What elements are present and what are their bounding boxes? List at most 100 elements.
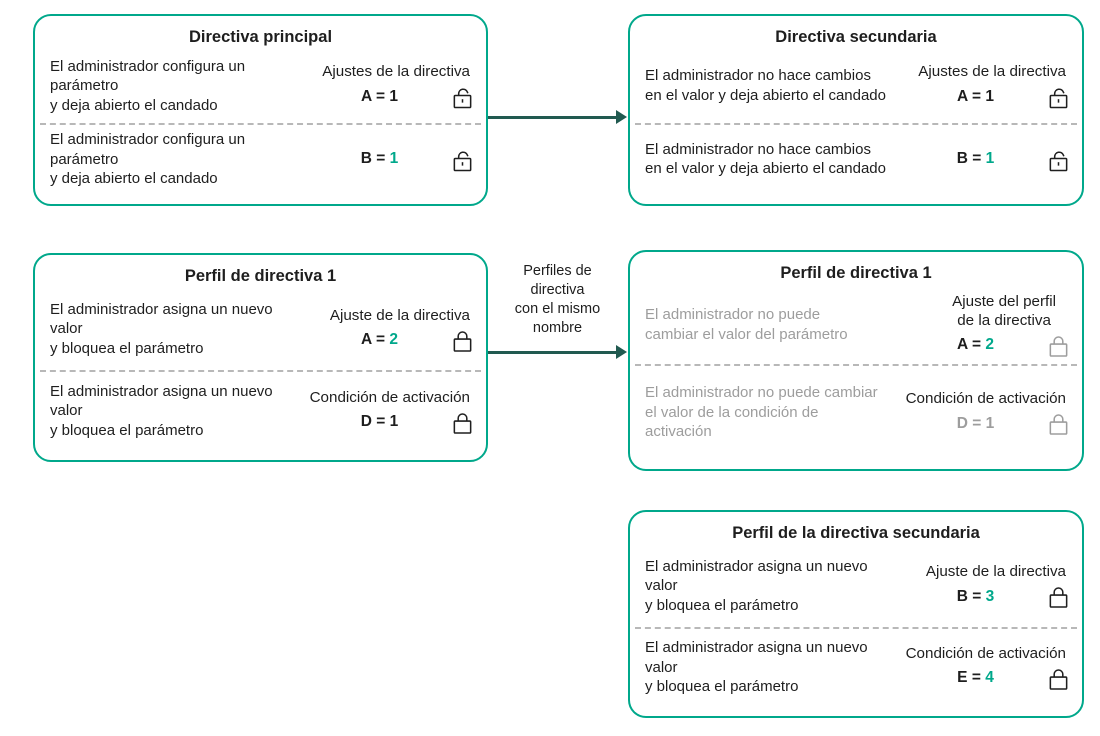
main-policy-rows: El administrador configura un parámetro … — [35, 47, 486, 196]
value-line: A = 1 — [898, 84, 1070, 109]
setting-row-a: El administrador asigna un nuevo valor y… — [35, 290, 486, 370]
closed-lock-icon — [1047, 666, 1070, 691]
setting-value: A = 2 — [302, 331, 451, 349]
setting-row-b: El administrador configura un parámetro … — [35, 125, 486, 197]
row-value-area: Condición de activación D = 1 — [898, 389, 1070, 436]
row-description: El administrador asigna un nuevo valor y… — [645, 639, 868, 695]
setting-variable: B = — [956, 587, 982, 605]
value-line: D = 1 — [898, 411, 1070, 436]
setting-number: 1 — [389, 150, 399, 168]
row-value-area: Condición de activación E = 4 — [898, 644, 1070, 691]
row-label: Condición de activación — [905, 644, 1066, 662]
setting-value: B = 1 — [302, 150, 451, 168]
setting-row-a: El administrador configura un parámetro … — [35, 51, 486, 123]
policy-profile-1-secondary-card: Perfil de directiva 1 El administrador n… — [628, 250, 1084, 471]
row-description: El administrador configura un parámetro … — [50, 57, 246, 114]
row-value-area: Ajustes de la directiva A = 1 — [898, 62, 1070, 109]
row-description: El administrador configura un parámetro … — [50, 131, 246, 187]
setting-value: A = 1 — [302, 88, 451, 106]
value-line: B = 1 — [302, 147, 474, 172]
setting-number: 2 — [985, 336, 994, 354]
setting-number: 3 — [985, 587, 995, 605]
row-label: Ajuste de la directiva — [329, 306, 470, 324]
main-policy-title: Directiva principal — [188, 28, 333, 46]
row-value-area: Ajuste de la directiva B = 3 — [898, 562, 1070, 609]
secondary-policy-profile-title: Perfil de la directiva secundaria — [732, 524, 980, 542]
row-value-area: Ajustes de la directiva A = 1 — [302, 62, 474, 109]
row-description: El administrador no hace cambios en el v… — [645, 140, 886, 178]
policy-profile-1-title: Perfil de directiva 1 — [184, 267, 337, 285]
row-label: Condición de activación — [905, 390, 1066, 408]
row-value-area: B = 1 — [302, 147, 474, 172]
row-value-area: Ajuste de la directiva A = 2 — [302, 306, 474, 353]
row-divider — [40, 122, 481, 125]
value-line: A = 1 — [302, 84, 474, 109]
secondary-policy-rows: El administrador no hace cambios en el v… — [630, 47, 1082, 196]
activation-row: El administrador no puede cambiar el val… — [630, 366, 1082, 461]
row-value-area: Condición de activación D = 1 — [302, 388, 474, 435]
row-divider — [635, 364, 1077, 367]
setting-value: E = 4 — [898, 669, 1047, 687]
row-value-area: B = 1 — [898, 147, 1070, 172]
row-label: Ajuste del perfil de la directiva — [952, 292, 1056, 329]
open-lock-icon — [451, 147, 474, 172]
setting-number: 1 — [389, 413, 399, 430]
row-description: El administrador asigna un nuevo valor y… — [645, 557, 868, 614]
inheritance-arrow-top — [488, 110, 627, 124]
row-divider — [40, 370, 481, 372]
row-value-area: Ajuste del perfil de la directiva A = 2 — [898, 292, 1070, 358]
setting-variable: B = — [360, 150, 386, 168]
setting-row-a: El administrador no hace cambios en el v… — [630, 51, 1082, 123]
policy-profile-1-card: Perfil de directiva 1 El administrador a… — [33, 253, 488, 462]
row-divider — [635, 122, 1077, 125]
closed-lock-icon — [1047, 411, 1070, 436]
secondary-policy-card: Directiva secundaria El administrador no… — [628, 14, 1084, 206]
setting-value: B = 3 — [898, 588, 1047, 606]
open-lock-icon — [451, 84, 474, 109]
setting-variable: A = — [361, 87, 386, 105]
secondary-policy-profile-rows: El administrador asigna un nuevo valor y… — [630, 543, 1082, 708]
setting-number: 1 — [985, 87, 994, 105]
row-label: Ajustes de la directiva — [322, 63, 470, 81]
arrow-shaft — [488, 115, 619, 119]
value-line: B = 1 — [898, 147, 1070, 172]
activation-row: El administrador asigna un nuevo valor y… — [630, 629, 1082, 709]
main-policy-card: Directiva principal El administrador con… — [33, 14, 488, 206]
row-label: Ajustes de la directiva — [918, 63, 1066, 81]
policy-profile-1-rows: El administrador asigna un nuevo valor y… — [35, 286, 486, 452]
closed-lock-icon — [1047, 584, 1070, 609]
setting-number: 1 — [985, 150, 995, 168]
closed-lock-icon — [451, 328, 474, 353]
setting-number: 1 — [985, 414, 995, 432]
setting-number: 2 — [389, 331, 398, 348]
row-label: Ajuste de la directiva — [925, 563, 1066, 581]
row-description: El administrador no puede cambiar el val… — [645, 306, 848, 343]
row-description: El administrador asigna un nuevo valor y… — [50, 382, 273, 439]
setting-row-a: El administrador no puede cambiar el val… — [630, 287, 1082, 364]
setting-value: A = 2 — [898, 336, 1047, 354]
arrow-shaft — [488, 350, 619, 354]
policy-profile-1-secondary-rows: El administrador no puede cambiar el val… — [630, 283, 1082, 461]
closed-lock-icon — [451, 410, 474, 435]
setting-value: D = 1 — [302, 413, 451, 431]
closed-lock-icon — [1047, 333, 1070, 358]
activation-row: El administrador asigna un nuevo valor y… — [35, 372, 486, 452]
setting-row-b: El administrador no hace cambios en el v… — [630, 125, 1082, 197]
arrow-head-icon — [616, 110, 627, 124]
setting-value: B = 1 — [898, 150, 1047, 168]
secondary-policy-profile-card: Perfil de la directiva secundaria El adm… — [628, 510, 1084, 718]
profiles-arrow-label: Perfiles de directiva con el mismo nombr… — [514, 263, 601, 337]
value-line: B = 3 — [898, 584, 1070, 609]
row-divider — [635, 626, 1077, 629]
arrow-head-icon — [616, 345, 627, 359]
row-description: El administrador no puede cambiar el val… — [645, 384, 878, 441]
setting-number: 1 — [389, 87, 398, 105]
row-label: Condición de activación — [309, 388, 470, 406]
secondary-policy-title: Directiva secundaria — [775, 28, 937, 46]
inheritance-arrow-profiles — [488, 345, 627, 359]
policy-profile-1-secondary-title: Perfil de directiva 1 — [780, 264, 932, 282]
row-description: El administrador no hace cambios en el v… — [645, 67, 886, 104]
setting-number: 4 — [985, 669, 994, 687]
setting-value: D = 1 — [898, 415, 1047, 433]
